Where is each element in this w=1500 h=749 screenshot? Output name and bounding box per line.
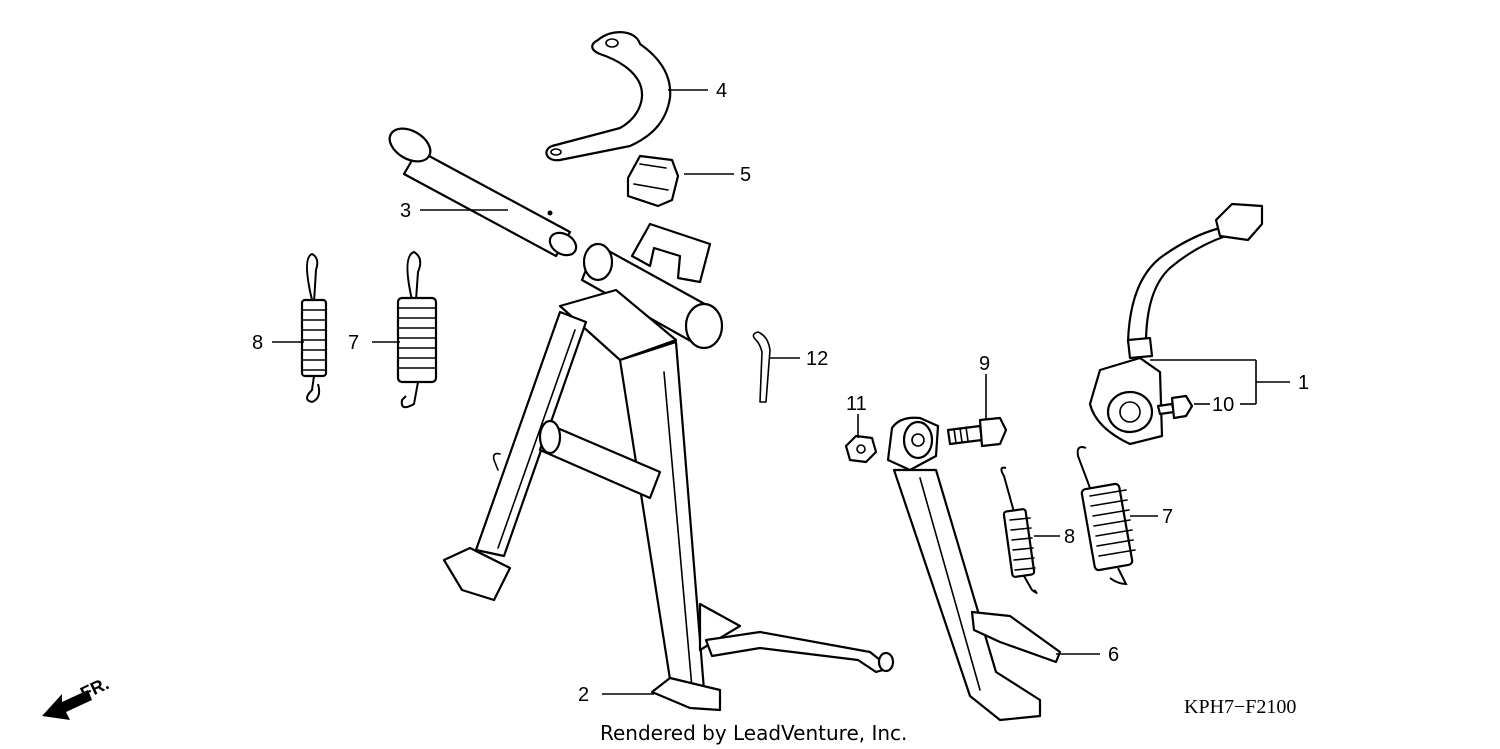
callout-8-left: 8	[252, 332, 263, 354]
diagram-code: KPH7−F2100	[1184, 696, 1296, 718]
callout-10: 10	[1212, 394, 1234, 416]
callout-3: 3	[400, 200, 411, 222]
callout-5: 5	[740, 164, 751, 186]
callout-7-right: 7	[1162, 506, 1173, 528]
callout-8-right: 8	[1064, 526, 1075, 548]
part-7-spring-right[interactable]	[1076, 446, 1136, 586]
callout-11: 11	[846, 393, 867, 415]
front-direction-arrow-icon: FR.	[42, 673, 112, 720]
credit-text: Rendered by LeadVenture, Inc.	[600, 721, 907, 745]
part-10-bolt[interactable]	[1156, 394, 1194, 420]
part-8-spring-left[interactable]	[300, 252, 328, 404]
part-3-shaft[interactable]	[384, 122, 580, 260]
callout-1: 1	[1298, 372, 1309, 394]
callout-12: 12	[806, 348, 828, 370]
part-6-side-stand[interactable]	[886, 416, 1062, 722]
callout-4: 4	[716, 80, 727, 102]
part-11-nut[interactable]	[844, 434, 878, 464]
callout-6: 6	[1108, 644, 1119, 666]
part-2-main-stand[interactable]	[442, 222, 895, 712]
part-1-side-stand-switch[interactable]	[1088, 202, 1264, 446]
callout-2: 2	[578, 684, 589, 706]
part-4-bracket[interactable]	[545, 31, 672, 162]
callout-7-left: 7	[348, 332, 359, 354]
part-8-spring-right[interactable]	[1000, 466, 1038, 594]
leader-lines	[272, 89, 1290, 695]
callout-9: 9	[979, 353, 990, 375]
part-9-bolt[interactable]	[946, 416, 1008, 448]
part-12-cotter-pin[interactable]	[752, 331, 771, 403]
part-5-rubber[interactable]	[626, 154, 680, 208]
part-7-spring-left[interactable]	[396, 250, 438, 409]
